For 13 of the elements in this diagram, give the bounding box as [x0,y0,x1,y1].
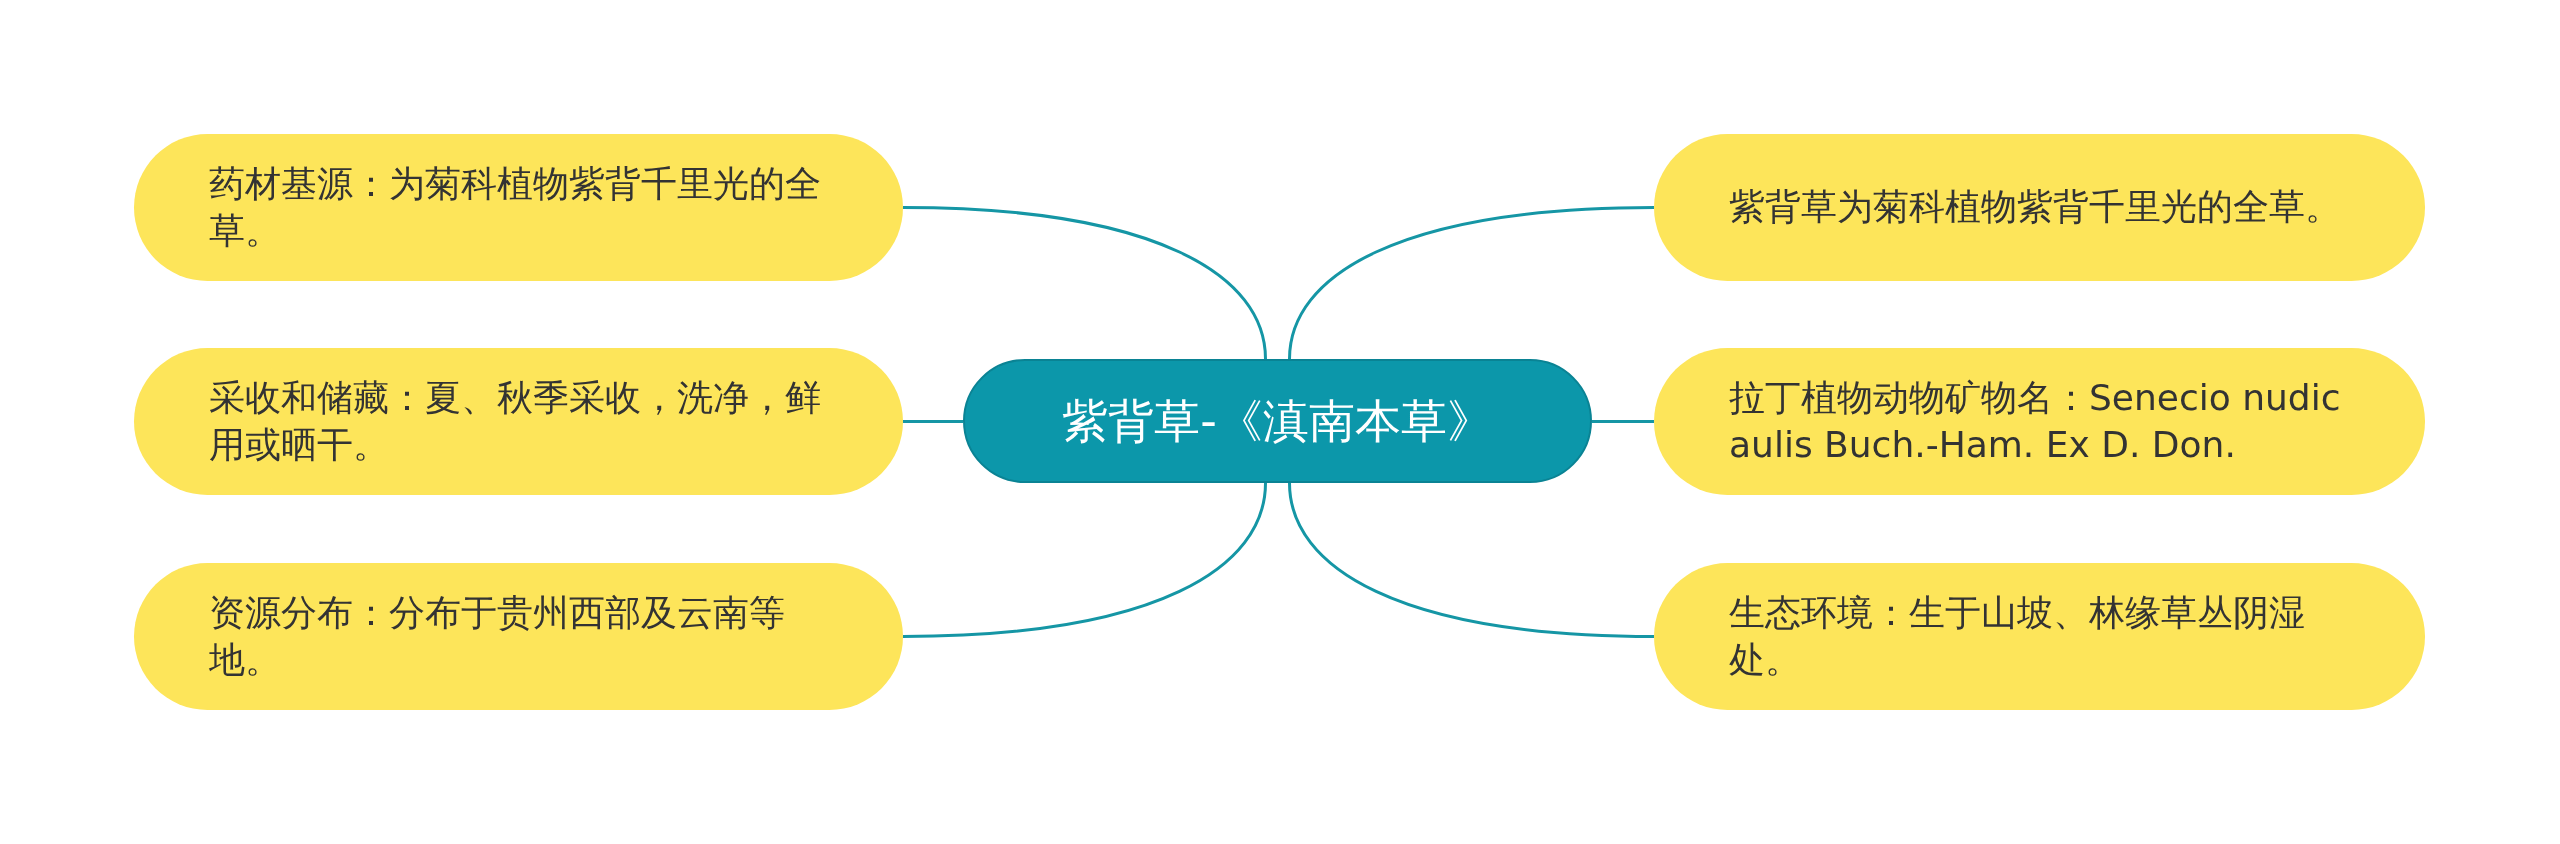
connector-line [903,420,963,423]
connector-line [1288,482,1655,638]
topic-text: 紫背草为菊科植物紫背千里光的全草。 [1729,185,2342,230]
connector-line [1288,206,1655,360]
topic-text: 资源分布：分布于贵州西部及云南等地。 [209,590,786,682]
topic-text: 拉丁植物动物矿物名：Senecio nudicaulis Buch.-Ham. Ex D. Don. [1729,375,2342,467]
connector-line [1592,420,1654,423]
topic-text: 药材基源：为菊科植物紫背千里光的全草。 [209,161,822,253]
topic-text: 紫背草-《滇南本草》 [1062,392,1493,450]
connector-line [902,206,1267,360]
connector-line [902,482,1267,638]
topic-text: 采收和储藏：夏、秋季采收，洗净，鲜用或晒干。 [209,375,822,467]
topic-text: 生态环境：生于山坡、林缘草丛阴湿处。 [1729,590,2306,682]
